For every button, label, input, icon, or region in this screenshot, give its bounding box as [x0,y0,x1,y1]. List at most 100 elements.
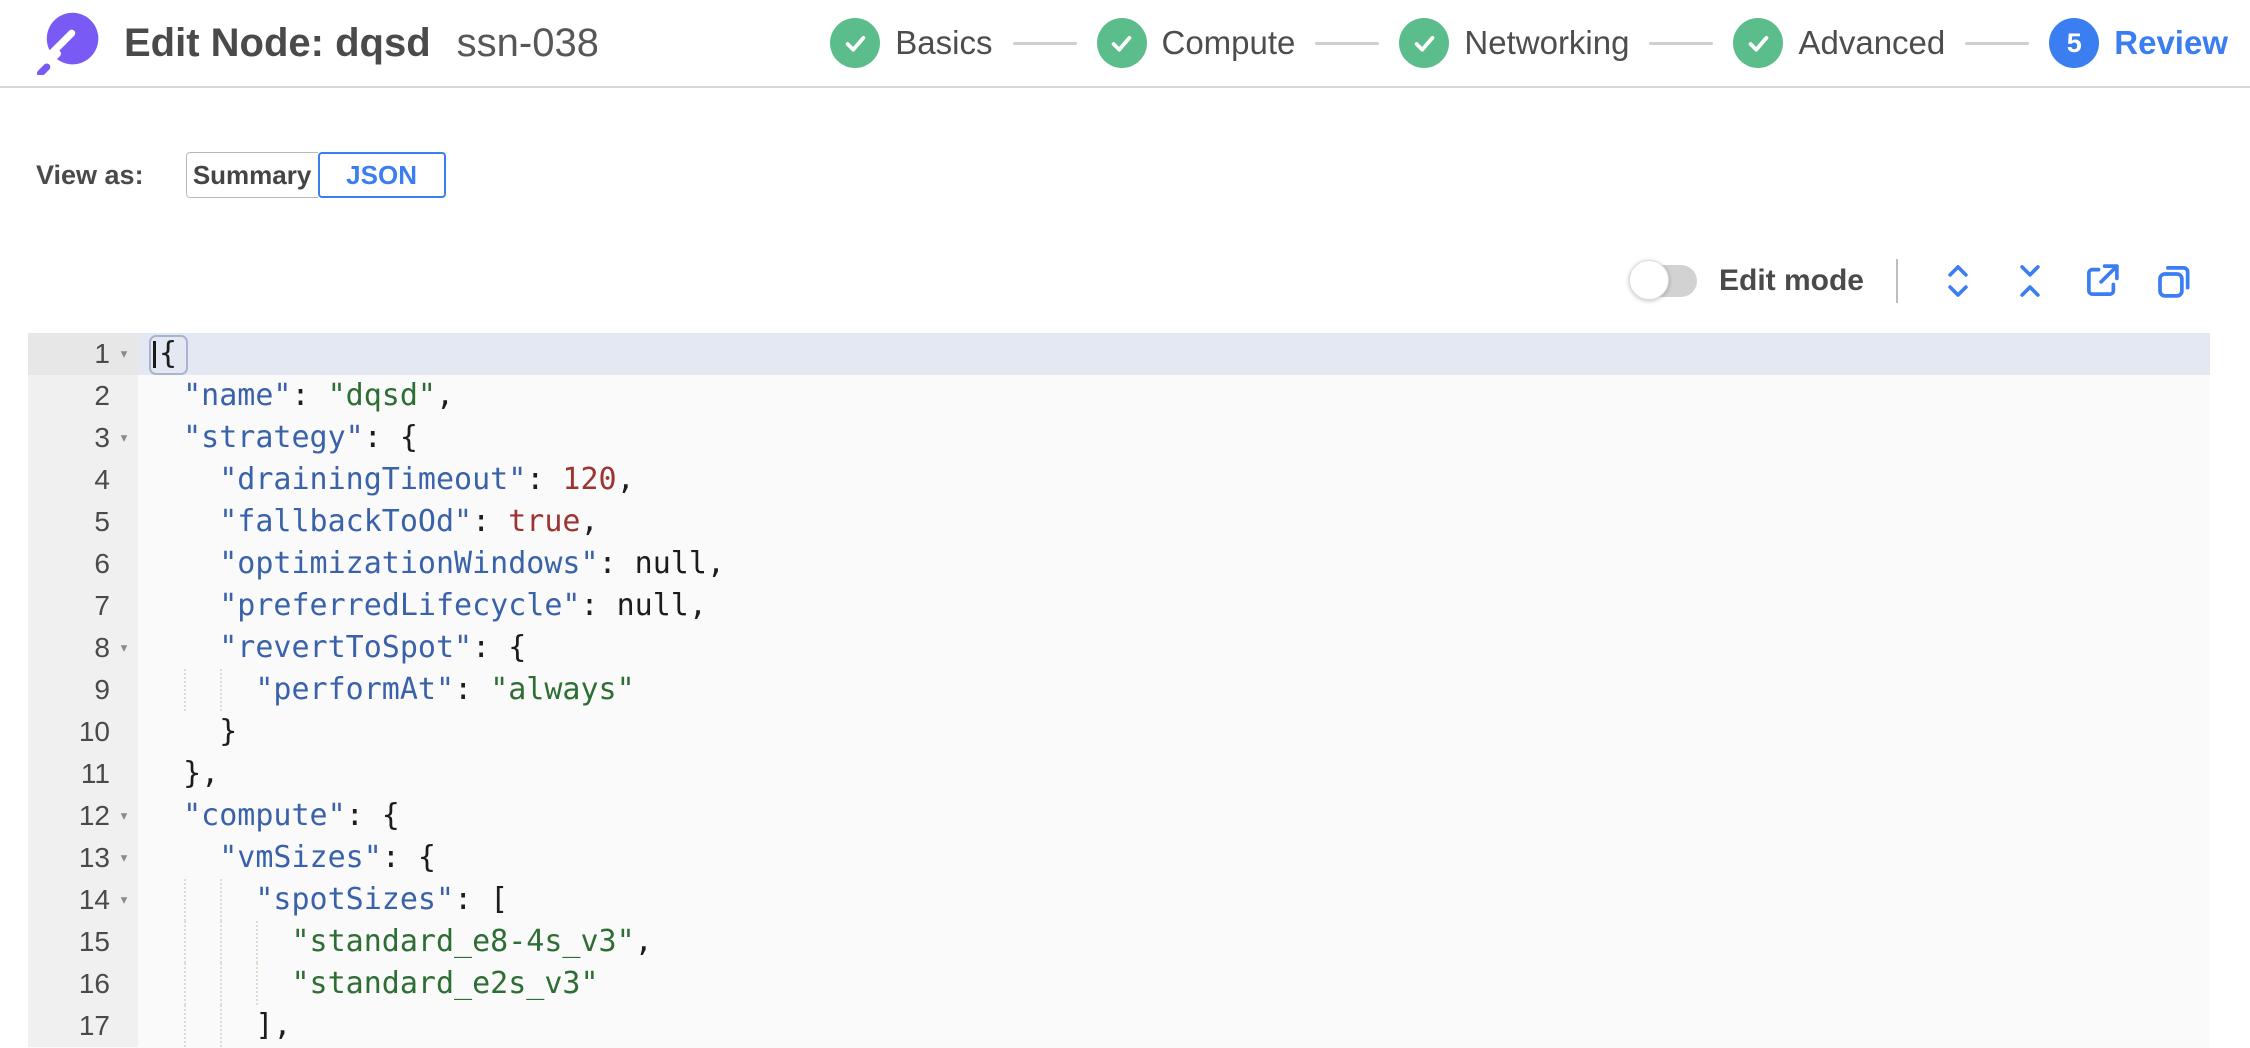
indent [147,417,183,459]
code-line[interactable]: 17 ], [28,1005,2210,1047]
code-content[interactable]: "drainingTimeout": 120, [138,459,2210,501]
token-punc: : [526,462,563,497]
code-content[interactable]: }, [138,753,2210,795]
check-icon [830,18,881,68]
fold-arrow-icon[interactable]: ▾ [118,428,130,448]
expand-icon[interactable] [1937,260,1979,302]
token-punc: : { [363,420,418,455]
token-num: 120 [562,462,617,497]
code-line[interactable]: 11 }, [28,753,2210,795]
code-content[interactable]: "standard_e2s_v3" [138,963,2210,1005]
line-number: 1 [94,338,110,369]
gutter: 2 [28,375,138,417]
fold-arrow-icon[interactable]: ▾ [118,890,130,910]
indent [147,1005,183,1047]
step-connector [1315,41,1380,45]
step-compute[interactable]: Compute [1096,18,1296,68]
code-content[interactable]: "name": "dqsd", [138,375,2210,417]
code-content[interactable]: "spotSizes": [ [138,879,2210,921]
code-line[interactable]: 16 "standard_e2s_v3" [28,963,2210,1005]
token-punc: : [598,546,635,581]
code-line[interactable]: 3▾ "strategy": { [28,417,2210,459]
token-key: "compute" [183,798,346,833]
step-basics[interactable]: Basics [830,18,993,68]
indent [147,501,183,543]
fold-arrow-icon[interactable]: ▾ [118,806,130,826]
token-punc: , [580,504,599,539]
code-line[interactable]: 10 } [28,711,2210,753]
line-number: 10 [78,716,110,747]
code-line[interactable]: 5 "fallbackToOd": true, [28,501,2210,543]
step-advanced[interactable]: Advanced [1733,18,1945,68]
indent [183,711,219,753]
code-content[interactable]: "revertToSpot": { [138,627,2210,669]
step-number: 5 [2066,27,2082,58]
toggle-knob[interactable] [1628,260,1669,300]
indent [147,543,183,585]
gutter: 12 ▾ [28,795,138,837]
token-key: "vmSizes" [219,840,382,875]
code-content[interactable]: "preferredLifecycle": null, [138,585,2210,627]
step-review[interactable]: 5 Review [2049,18,2228,68]
view-as-json[interactable]: JSON [317,152,446,198]
line-number: 16 [78,968,110,999]
step-label: Networking [1464,24,1630,61]
code-line[interactable]: 15 "standard_e8-4s_v3", [28,921,2210,963]
indent [147,795,183,837]
code-content[interactable]: "optimizationWindows": null, [138,543,2210,585]
code-content[interactable]: "standard_e8-4s_v3", [138,921,2210,963]
code-line[interactable]: 14▾ "spotSizes": [ [28,879,2210,921]
line-number: 12 [78,800,110,831]
line-number: 15 [78,926,110,957]
app-logo-icon [36,11,102,77]
token-str: "always" [490,672,635,707]
code-line[interactable]: 4 "drainingTimeout": 120, [28,459,2210,501]
token-key: "optimizationWindows" [219,546,599,581]
view-as-label: View as: [36,159,144,190]
indent [147,669,183,711]
json-editor[interactable]: 1 ▾ {2 "name": "dqsd",3▾ "strategy": {4 "d… [28,333,2210,1048]
code-content[interactable]: "fallbackToOd": true, [138,501,2210,543]
code-line[interactable]: 1 ▾ { [28,333,2210,375]
step-label: Compute [1161,24,1296,61]
code-content[interactable]: ], [138,1005,2210,1047]
indent-guide [219,1005,255,1047]
code-content[interactable]: "vmSizes": { [138,837,2210,879]
code-content[interactable]: { [138,333,2210,375]
copy-icon[interactable] [2153,260,2195,302]
edit-mode-toggle[interactable] [1628,260,1697,300]
code-line[interactable]: 2 "name": "dqsd", [28,375,2210,417]
fold-arrow-icon[interactable]: ▾ [118,638,130,658]
code-content[interactable]: } [138,711,2210,753]
export-icon[interactable] [2081,260,2123,302]
code-line[interactable]: 13▾ "vmSizes": { [28,837,2210,879]
step-label: Advanced [1798,24,1946,61]
view-as-summary[interactable]: Summary [185,152,318,198]
line-number: 17 [78,1010,110,1041]
indent [147,585,183,627]
indent [147,837,183,879]
step-networking[interactable]: Networking [1399,18,1629,68]
code-line[interactable]: 8▾ "revertToSpot": { [28,627,2210,669]
step-label: Review [2114,24,2228,61]
code-line[interactable]: 7 "preferredLifecycle": null, [28,585,2210,627]
fold-arrow-icon[interactable]: ▾ [118,848,130,868]
code-content[interactable]: "strategy": { [138,417,2210,459]
token-punc: , [616,462,635,497]
token-str: "standard_e8-4s_v3" [291,924,635,959]
fold-arrow-icon[interactable]: ▾ [118,344,130,364]
indent-guide [183,921,219,963]
code-content[interactable]: "performAt": "always" [138,669,2210,711]
code-line[interactable]: 9 "performAt": "always" [28,669,2210,711]
step-label: Basics [895,24,993,61]
code-line[interactable]: 6 "optimizationWindows": null, [28,543,2210,585]
code-line[interactable]: 12 ▾ "compute": { [28,795,2210,837]
gutter: 6 [28,543,138,585]
edit-mode-label: Edit mode [1718,264,1864,297]
node-id-label: ssn-038 [456,20,597,65]
code-content[interactable]: "compute": { [138,795,2210,837]
token-punc: }, [183,756,220,791]
gutter: 3▾ [28,417,138,459]
collapse-icon[interactable] [2009,260,2051,302]
indent-guide [183,1005,219,1047]
